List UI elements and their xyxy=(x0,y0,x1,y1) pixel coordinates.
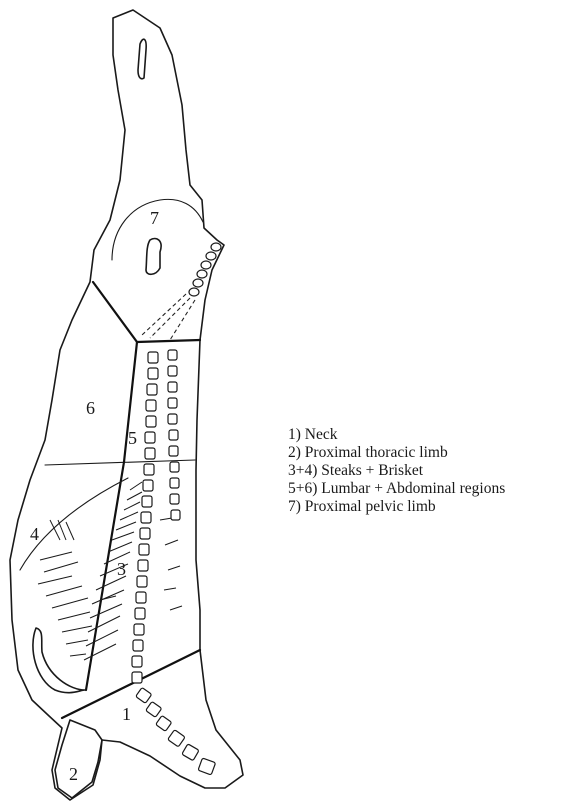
spinous-column xyxy=(168,350,180,520)
region-label-3: 3 xyxy=(117,559,126,579)
neck-bone-hole xyxy=(138,39,146,79)
region-label-6: 6 xyxy=(86,398,95,418)
cut-line-3-1 xyxy=(62,650,200,718)
pelvis-lines xyxy=(142,294,195,340)
region-7-hole xyxy=(146,239,161,275)
cut-line-7-6 xyxy=(93,282,137,342)
region-label-5: 5 xyxy=(128,428,137,448)
legend-item-steaks-brisket: 3+4) Steaks + Brisket xyxy=(288,462,505,480)
legend-item-lumbar-abdominal: 5+6) Lumbar + Abdominal regions xyxy=(288,480,505,498)
legend-item-neck: 1) Neck xyxy=(288,426,505,444)
legend-item-thoracic-limb: 2) Proximal thoracic limb xyxy=(288,444,505,462)
tail-vertebrae xyxy=(189,243,221,296)
legend: 1) Neck 2) Proximal thoracic limb 3+4) S… xyxy=(288,426,505,516)
region-label-2: 2 xyxy=(69,764,78,784)
legend-item-pelvic-limb: 7) Proximal pelvic limb xyxy=(288,498,505,516)
region-label-7: 7 xyxy=(150,208,159,228)
region-label-4: 4 xyxy=(30,524,39,544)
region-label-1: 1 xyxy=(122,704,131,724)
cut-line-7-5 xyxy=(137,340,200,342)
region-4-inner-outline xyxy=(33,628,85,693)
limb-piece-outline xyxy=(55,720,102,798)
rib-hatching xyxy=(38,482,182,660)
